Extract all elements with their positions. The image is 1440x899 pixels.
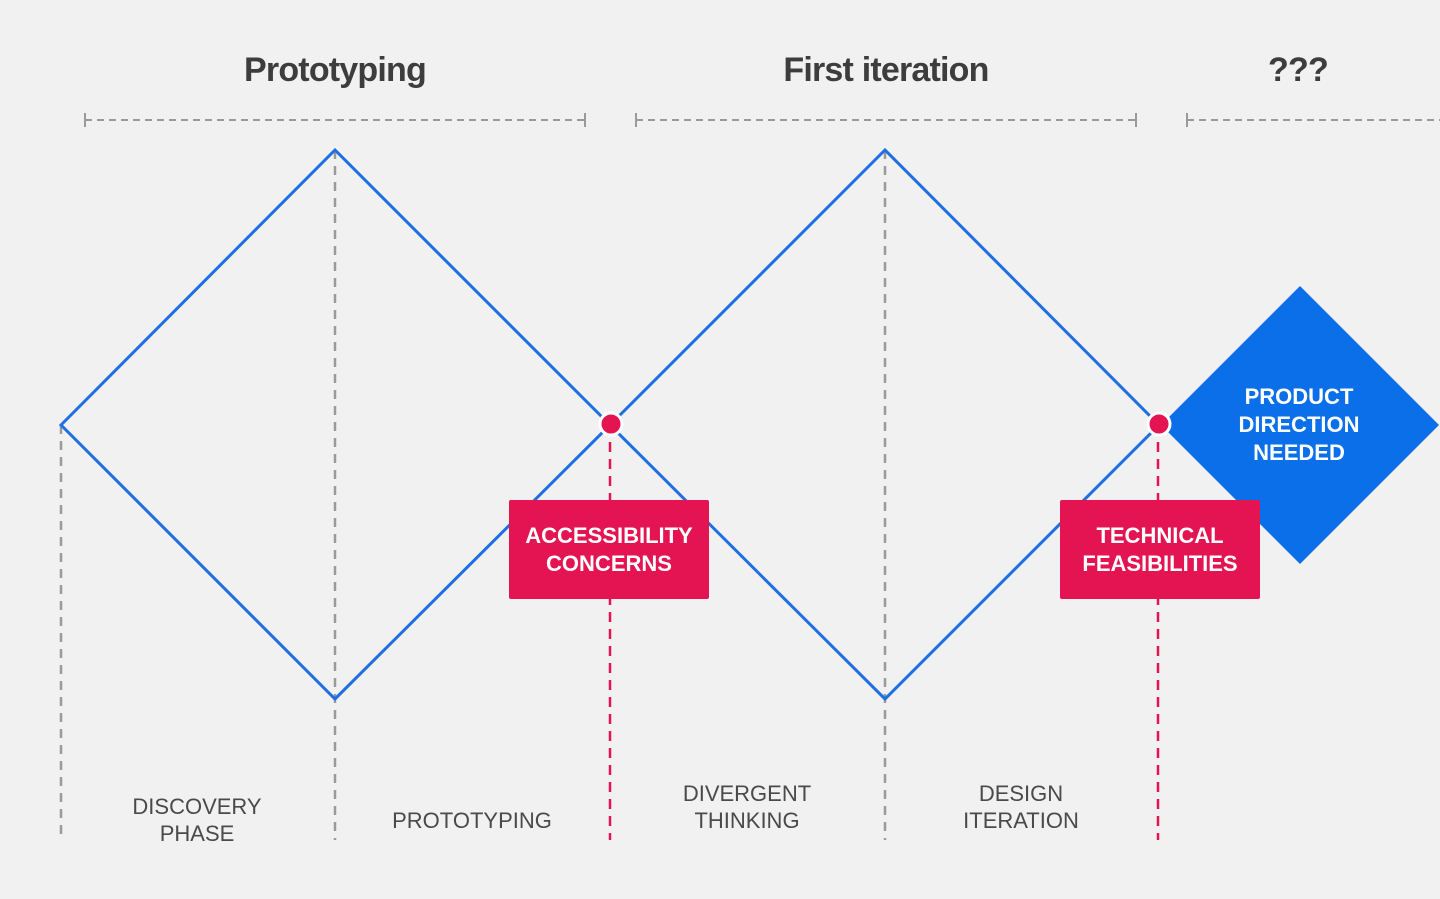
phase-bracket-first-iteration [635,113,1137,127]
phase-title-unknown: ??? [1268,51,1329,89]
product-direction-diamond [1161,286,1439,564]
stage-label-discovery-phase: DISCOVERY PHASE [132,794,262,846]
stage-label-divergent-thinking: DIVERGENT THINKING [682,781,812,833]
callout-accessibility-concerns: ACCESSIBILITY CONCERNS [509,500,709,599]
product-direction-label: PRODUCT DIRECTION NEEDED [1238,384,1360,465]
phase-title-first-iteration: First iteration [783,51,989,89]
junction-dot-technical [1146,411,1172,437]
stage-label-prototyping: PROTOTYPING [392,808,552,833]
phase-bracket-prototyping [84,113,586,127]
junction-dot-accessibility [598,411,624,437]
phase-bracket-unknown [1186,113,1440,127]
stage-label-design-iteration: DESIGN ITERATION [963,781,1079,833]
phase-title-prototyping: Prototyping [244,51,427,89]
callout-technical-feasibilities: TECHNICAL FEASIBILITIES [1060,500,1260,599]
